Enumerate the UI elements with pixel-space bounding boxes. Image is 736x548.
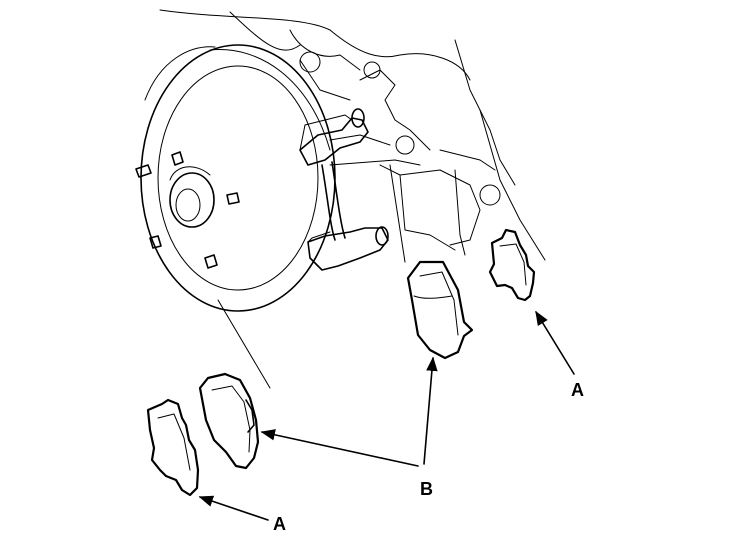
knuckle-assembly bbox=[159, 9, 546, 261]
arrow-a-right bbox=[535, 310, 575, 375]
wheel-studs bbox=[135, 151, 240, 269]
inner-brake-pad-right bbox=[406, 260, 474, 360]
pad-shim-left bbox=[146, 398, 200, 497]
hub bbox=[169, 172, 215, 228]
assembly-leader-right bbox=[389, 164, 406, 263]
label-a-bottom: A bbox=[273, 514, 286, 534]
brake-disc bbox=[135, 44, 336, 312]
arrow-b-to-right-pad bbox=[423, 356, 438, 465]
label-b: B bbox=[420, 479, 433, 499]
pad-shim-right bbox=[488, 228, 536, 302]
callout-arrows bbox=[198, 310, 575, 521]
inner-brake-pad-left bbox=[198, 372, 260, 470]
label-a-right: A bbox=[571, 380, 584, 400]
assembly-leader-left bbox=[217, 299, 271, 389]
arrow-b-to-left-pad bbox=[260, 429, 419, 467]
arrow-a-bottom bbox=[198, 495, 269, 521]
caliper-bracket bbox=[299, 108, 389, 271]
